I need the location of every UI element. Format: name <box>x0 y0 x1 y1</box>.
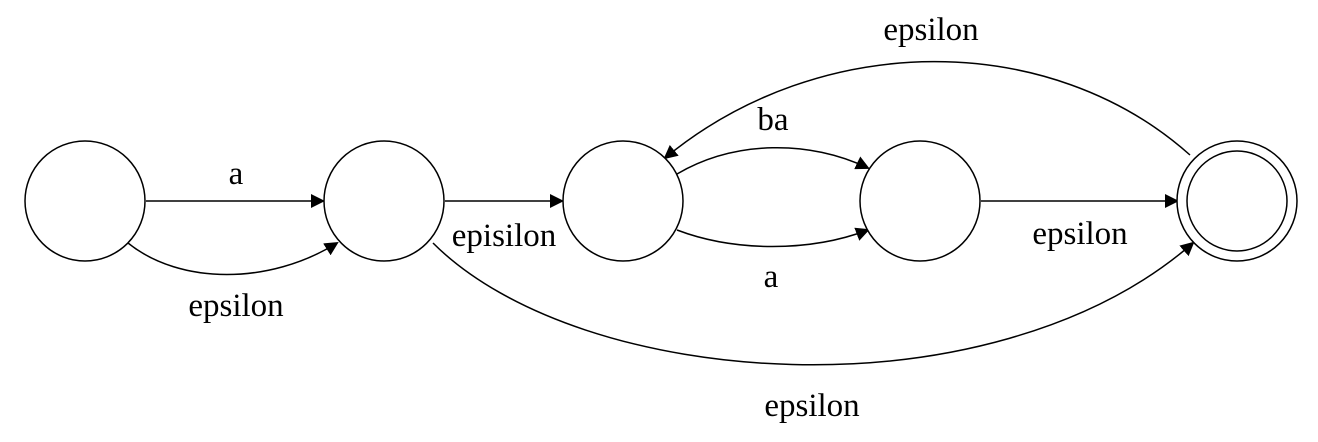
state-0 <box>24 140 146 262</box>
label-s1-s4-epsilon: epsilon <box>764 388 859 424</box>
label-s2-s3-a: a <box>764 259 779 295</box>
label-s1-s2-episilon: episilon <box>452 218 557 254</box>
label-s0-s1-epsilon: epsilon <box>188 288 283 324</box>
edge-s4-s2-epsilon <box>663 60 1191 160</box>
label-s4-s2-epsilon: epsilon <box>883 12 978 48</box>
edge-s1-s4-epsilon <box>432 241 1195 366</box>
edge-s2-s3-a <box>676 227 870 248</box>
label-s2-s3-ba: ba <box>757 102 789 138</box>
label-s0-s1-a: a <box>229 156 244 192</box>
state-3 <box>859 140 981 262</box>
state-2 <box>562 140 684 262</box>
state-1 <box>323 140 445 262</box>
state-4-accepting <box>1176 140 1298 262</box>
label-s3-s4-epsilon: epsilon <box>1032 216 1127 252</box>
edge-s0-s1-epsilon <box>127 241 339 276</box>
edge-s2-s3-ba <box>676 146 870 175</box>
